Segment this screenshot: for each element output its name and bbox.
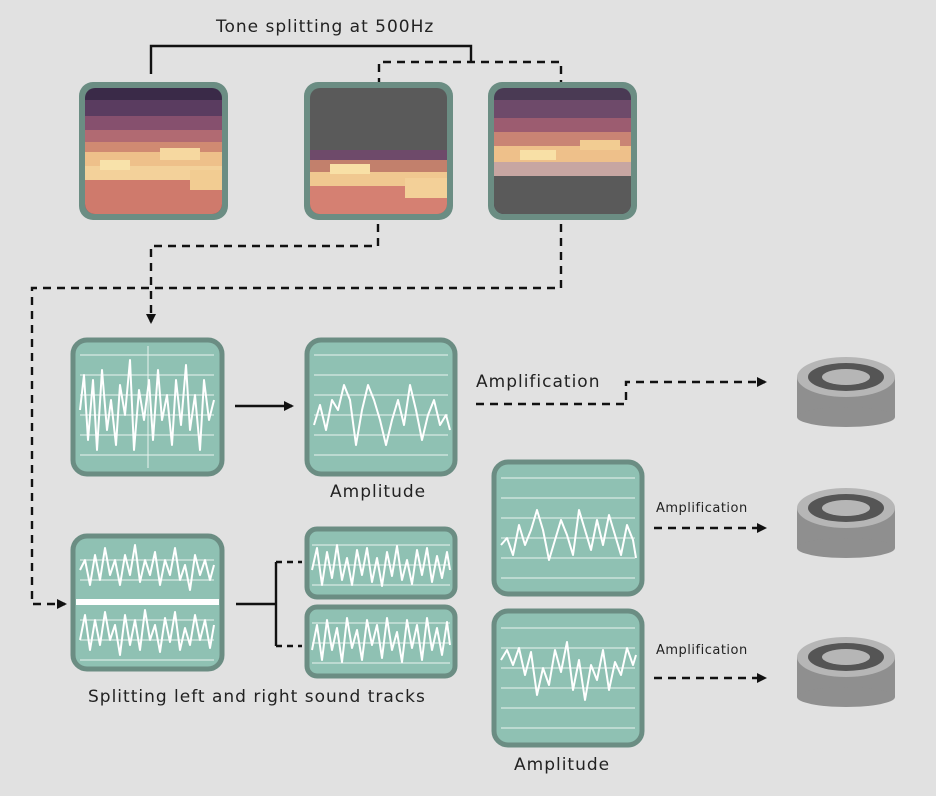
stereo-bottom-waveform [79,609,215,656]
split-bracket [149,44,473,74]
speaker-icon [797,488,895,558]
speaker-icon [797,637,895,707]
amplification-main-connector [476,377,767,406]
amplitude-right-2-waveform [500,641,637,701]
split-bracket-dashed [377,60,563,86]
waveform-panels [70,337,645,748]
left-track-waveform [311,544,451,587]
amplification-right-1-label: Amplification [656,501,748,516]
amplitude-right-1-waveform [500,509,637,561]
speaker-icon [797,357,895,427]
amplification-right-2-label: Amplification [656,643,748,658]
combined-waveform [79,359,215,451]
amplitude-top-waveform [313,384,451,446]
amplitude-panel-top [304,337,458,477]
amplification-main-label: Amplification [476,372,601,392]
tone-splitting-label: Tone splitting at 500Hz [216,17,435,37]
spectrogram-low-band [304,82,453,220]
stereo-separator [76,599,219,605]
spectrogram-high-band [488,82,637,220]
right-track-waveform [311,617,451,663]
waveforms [79,359,637,701]
right-track-panel [304,604,458,679]
spectrogram-full [79,82,228,220]
left-track-panel [304,526,458,600]
amplitude-panel-right-1 [491,459,645,597]
splitting-tracks-label: Splitting left and right sound tracks [88,687,426,707]
amplitude-bottom-label: Amplitude [514,755,611,775]
connectors [30,44,767,683]
amplitude-panel-right-2 [491,608,645,748]
lowband-to-wave-connector [146,224,380,324]
highband-to-tracks-connector [30,224,563,609]
amplitude-top-label: Amplitude [330,482,427,502]
stereo-top-waveform [79,544,215,591]
